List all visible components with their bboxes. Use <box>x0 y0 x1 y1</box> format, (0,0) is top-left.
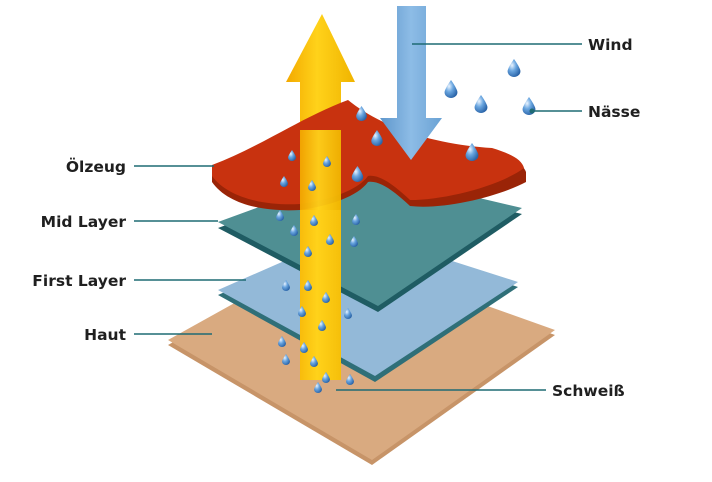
label-first-layer: First Layer <box>32 272 126 290</box>
label-haut: Haut <box>84 326 126 344</box>
wind-arrow <box>380 6 442 160</box>
rain-drop-icon <box>507 59 521 77</box>
rain-drop-icon <box>474 95 488 113</box>
label-schweiss: Schweiß <box>552 382 625 400</box>
rain-drop-icon <box>444 80 458 98</box>
label-wind: Wind <box>588 36 633 54</box>
oelzeug-layer <box>212 100 526 211</box>
rain-drop-icon <box>465 143 479 161</box>
label-oelzeug: Ölzeug <box>66 157 126 176</box>
leader-lines <box>134 43 582 391</box>
label-naesse: Nässe <box>588 103 640 121</box>
vapor-arrow-front <box>300 130 341 210</box>
label-mid-layer: Mid Layer <box>41 213 127 231</box>
